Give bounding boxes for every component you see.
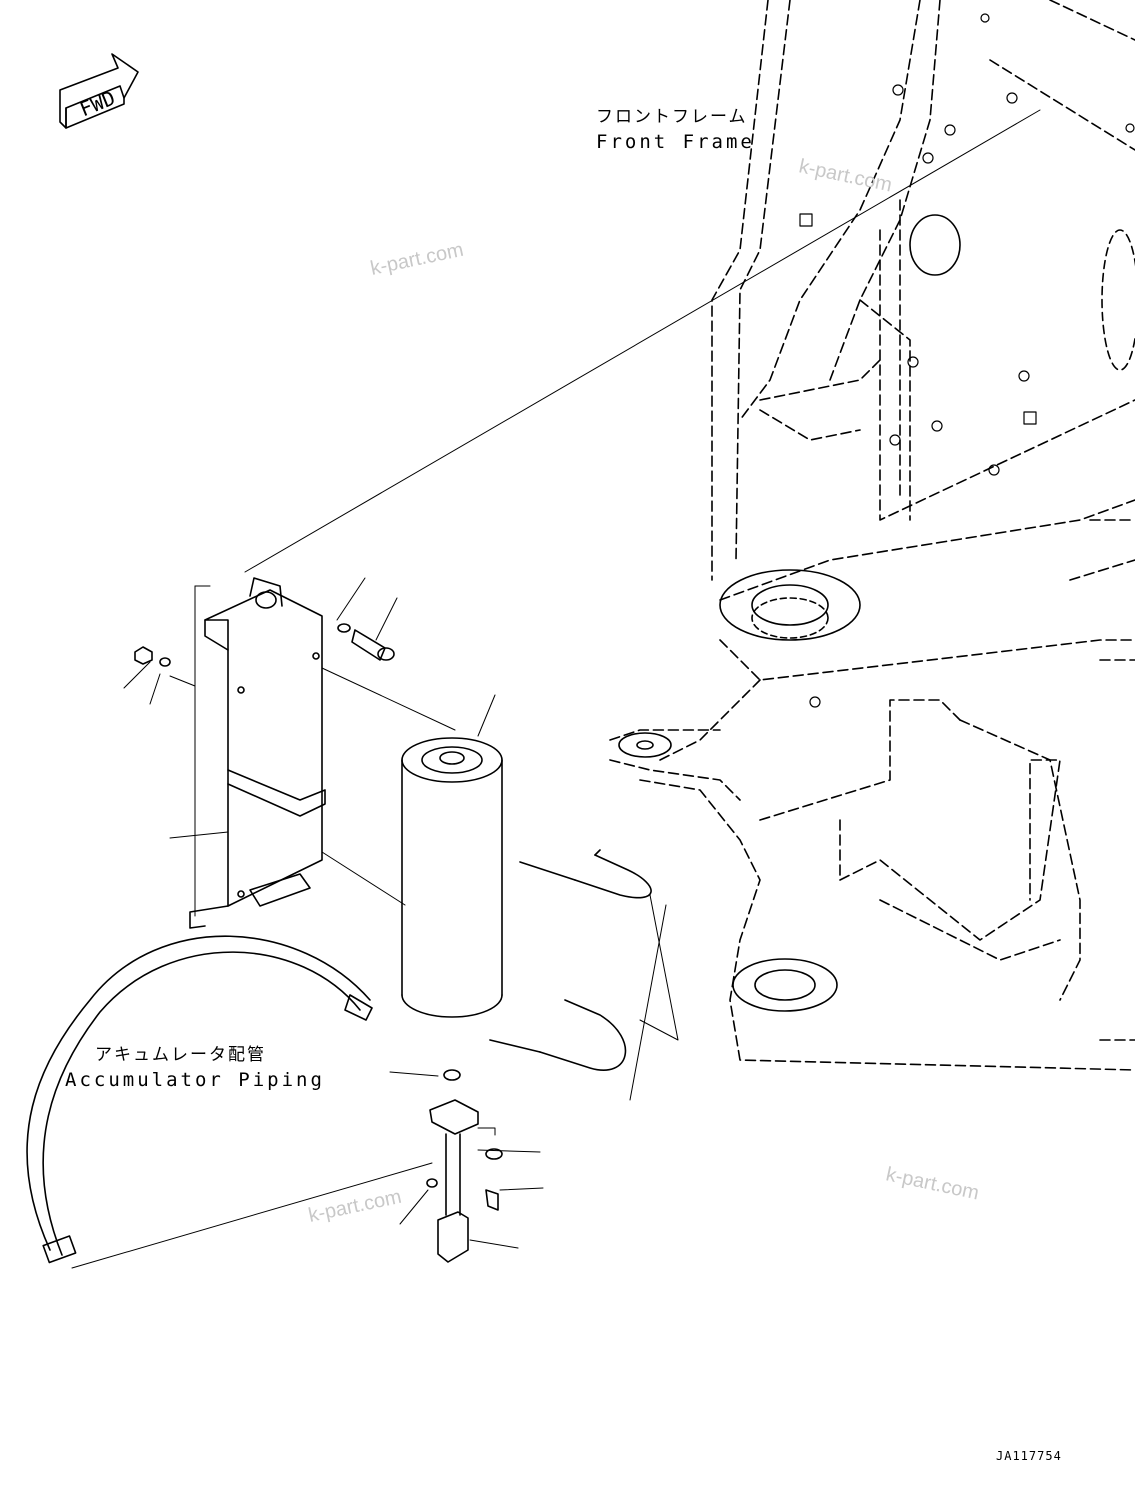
fwd-label: FWD [76, 86, 118, 122]
bracket-nut-washer [134, 646, 171, 667]
bracket-dimension-lines [169, 585, 456, 917]
frame-king-pin-boss-upper [719, 569, 861, 641]
callout-leaders [71, 577, 679, 1269]
fwd-arrow-icon [59, 53, 139, 129]
accumulator-bracket [189, 577, 326, 929]
watermark: k-part.com [368, 239, 465, 280]
frame-king-pin-boss-lower [732, 958, 838, 1012]
fitting-bolts [485, 1148, 503, 1211]
frame-mounting-bolts [799, 13, 1135, 708]
frame-round-opening [618, 214, 1135, 758]
watermark: k-part.com [884, 1163, 981, 1204]
o-ring-lower [426, 1178, 438, 1188]
o-ring-upper [443, 1069, 461, 1081]
elbow-fitting [429, 1099, 479, 1263]
accumulator-label-jp: アキュムレータ配管 [95, 1045, 266, 1065]
bracket-bolt [337, 623, 395, 661]
frame-leader-line [244, 109, 1041, 573]
accumulator-cylinder [401, 737, 503, 1018]
front-frame-label-jp: フロントフレーム [596, 107, 748, 127]
u-bolt-upper [519, 849, 652, 899]
accumulator-label-en: Accumulator Piping [65, 1069, 325, 1091]
watermark: k-part.com [797, 155, 894, 196]
u-bolt-lower [489, 999, 627, 1071]
front-frame-label-en: Front Frame [596, 131, 755, 153]
drawing-code: JA117754 [996, 1449, 1062, 1463]
accumulator-hose [26, 935, 373, 1264]
watermark: k-part.com [306, 1186, 403, 1227]
front-frame [609, 0, 1135, 1071]
